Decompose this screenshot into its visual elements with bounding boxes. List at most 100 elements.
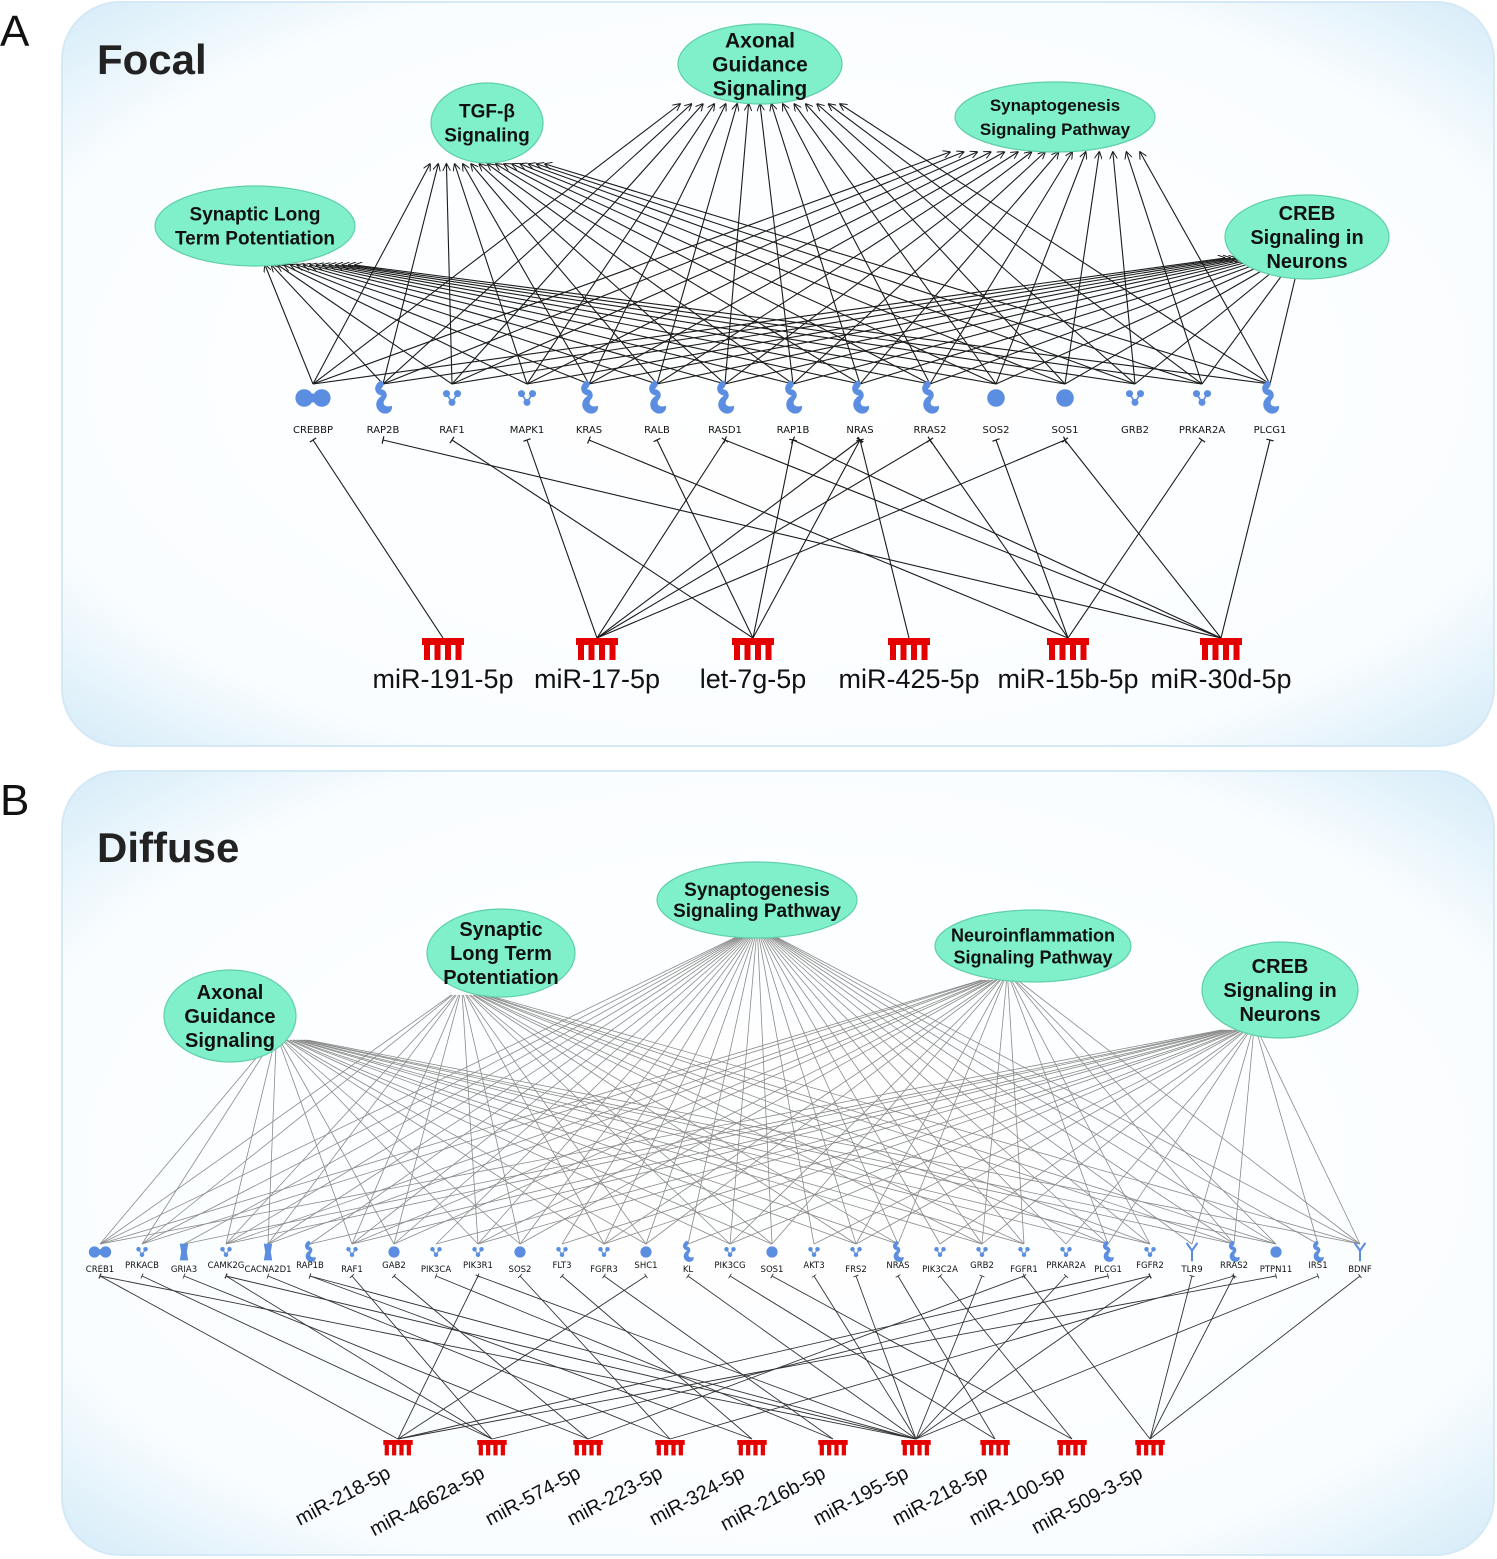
kinase-icon [430,1246,442,1258]
gene-label: IRS1 [1308,1261,1327,1271]
edge-gene-pathway [794,104,997,385]
mirna-icon [737,1440,767,1456]
mirna-icon [980,1440,1010,1456]
edge-gene-pathway [461,994,479,1245]
mirna-node-mir-425-5p: miR-425-5p [838,638,980,694]
gene-label: FRS2 [845,1265,867,1275]
edge-gene-pathway [1107,1029,1251,1245]
edge-gene-pathway [336,265,1066,385]
pathway-ellipse [1224,194,1390,280]
edge-gene-pathway [537,164,1203,385]
gene-label: PLCG1 [1094,1265,1122,1275]
gene-label: RAF1 [439,425,465,436]
gene-label: GRB2 [1121,425,1149,436]
edge-gene-pathway [939,1029,1246,1245]
edge-gene-pathway [281,1039,479,1245]
pathway-label: Signaling [444,126,530,147]
gene-label: GRB2 [970,1261,994,1271]
edge-gene-pathway [296,1039,983,1245]
edge-gene-pathway [792,152,1045,385]
kinase-icon [220,1246,232,1258]
edge-mirna-gene [853,1274,917,1440]
edge-mirna-gene [308,1273,917,1440]
edge-gene-pathway [645,935,755,1245]
panel-a-title: Focal [97,36,207,83]
gene-label: FLT3 [552,1261,571,1271]
enzyme-icon [305,1240,316,1262]
gene-node-nras: NRAS [886,1240,910,1271]
panel-a-pathway-edges [265,104,1300,385]
gene-node-rras2: RRAS2 [913,380,947,436]
pathway-label: Neurons [1266,251,1347,273]
circle-icon [987,389,1005,407]
edge-mirna-gene [397,1273,1277,1440]
edge-mirna-gene [309,437,444,639]
edge-gene-pathway [729,979,1000,1245]
kinase-icon [556,1246,568,1258]
edge-gene-pathway [758,935,815,1245]
edge-gene-pathway [463,164,590,385]
edge-gene-pathway [561,1029,1235,1245]
pathway-label: Potentiation [443,967,559,989]
edge-gene-pathway [141,994,453,1245]
gene-node-rap2b: RAP2B [367,380,399,436]
edge-gene-pathway [435,935,749,1245]
mirna-node-mir-17-5p: miR-17-5p [534,638,660,694]
edge-mirna-gene [596,437,729,639]
mirna-icon [1047,638,1089,660]
edge-gene-pathway [1011,979,1151,1245]
edge-gene-pathway [382,152,964,385]
edge-gene-pathway [267,994,457,1245]
gene-node-kl: KL [683,1240,694,1275]
gene-node-cacna2d1: CACNA2D1 [244,1243,292,1275]
mirna-label: miR-15b-5p [997,664,1138,694]
kinase-icon [598,1246,610,1258]
edge-gene-pathway [588,152,1004,385]
panel-a: A Focal TGF-βSignalingAxonalGuidanceSign… [0,1,1495,747]
edge-mirna-gene [1149,1274,1237,1440]
edge-gene-pathway [466,994,647,1245]
edge-gene-pathway [183,1029,1224,1245]
gene-label: RAF1 [341,1265,363,1275]
gene-node-nras: NRAS [846,380,874,436]
gene-label: KRAS [576,425,602,436]
edge-gene-pathway [351,1029,1229,1245]
gene-label: RASD1 [708,425,742,436]
edge-mirna-gene [723,436,1222,639]
edge-gene-pathway [141,979,983,1245]
edge-mirna-gene [596,436,863,639]
gene-label: PLCG1 [1254,425,1287,436]
panel-b-letter: B [0,776,29,825]
gene-node-tlr9: TLR9 [1180,1242,1203,1275]
gene-label: AKT3 [803,1261,824,1271]
edge-gene-pathway [278,265,453,385]
edge-mirna-gene [349,1273,493,1440]
edge-mirna-gene [449,436,754,639]
panel-b-background [61,770,1495,1556]
kinase-icon [934,1246,946,1258]
edge-gene-pathway [1009,979,1109,1245]
kinase-icon [442,390,462,406]
gene-label: SHC1 [634,1261,657,1271]
edge-mirna-gene [523,438,598,639]
gene-label: RAP1B [296,1261,324,1271]
edge-gene-pathway [291,265,590,385]
edge-gene-pathway [312,104,680,385]
edge-gene-pathway [451,258,1236,385]
pathway-label: TGF-β [459,102,515,123]
edge-gene-pathway [766,935,1109,1245]
edge-gene-pathway [382,104,691,385]
pathway-ellipse [934,909,1132,983]
edge-gene-pathway [141,935,740,1245]
gene-label: RAP1B [777,425,810,436]
gene-label: GAB2 [382,1261,406,1271]
edge-gene-pathway [724,258,1257,385]
pathway-label: Neuroinflammation [951,925,1115,945]
edge-mirna-gene [224,1273,917,1440]
edge-gene-pathway [393,935,748,1245]
